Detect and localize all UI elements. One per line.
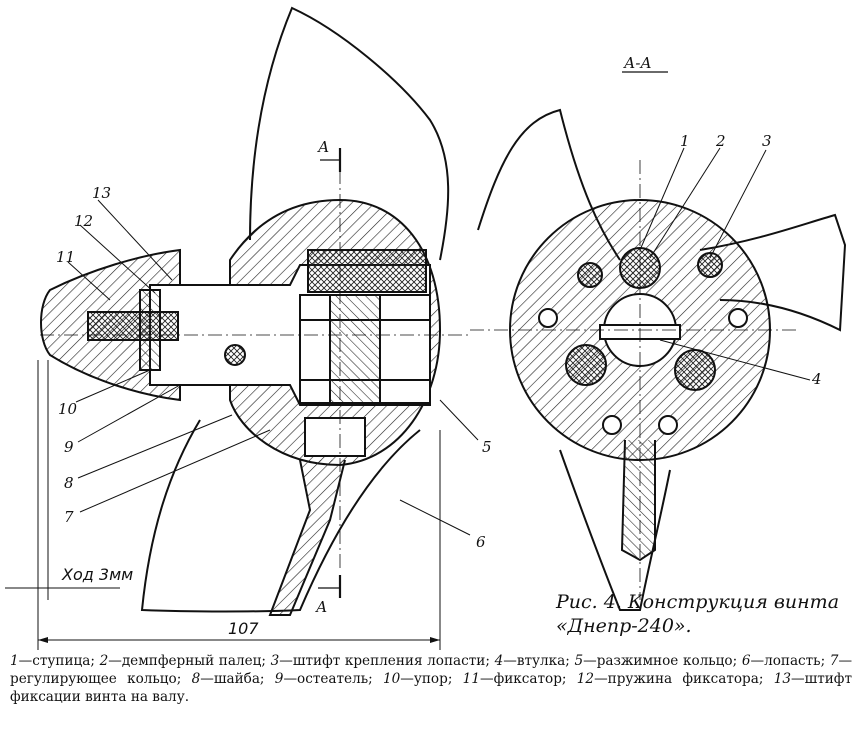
labels: А-А А А Ход 3мм 107 13 12 11 10 9 8 7 5 … xyxy=(56,54,822,638)
legend-text: —регулирующее кольцо; xyxy=(10,653,853,687)
legend-text: —фиксатор; xyxy=(479,671,577,687)
legend-text: —шайба; xyxy=(200,671,275,687)
label-1: 1 xyxy=(680,132,690,150)
stroke-label: Ход 3мм xyxy=(61,565,133,584)
blade-upper xyxy=(249,6,450,261)
legend-text: —пружина фиксатора; xyxy=(594,671,774,687)
legend-number: 8 xyxy=(191,671,201,687)
label-2: 2 xyxy=(715,132,726,150)
label-3: 3 xyxy=(762,132,772,150)
legend-number: 10 xyxy=(382,671,401,687)
legend-text: —демпферный палец; xyxy=(108,653,271,669)
blade-shank xyxy=(268,459,346,616)
label-7: 7 xyxy=(64,508,74,526)
section-view xyxy=(470,71,847,611)
legend-text: —упор; xyxy=(400,671,463,687)
section-blade-bottom xyxy=(559,449,671,611)
label-11: 11 xyxy=(56,248,75,266)
label-9: 9 xyxy=(64,438,74,456)
label-6: 6 xyxy=(476,533,486,551)
dimension-107: 107 xyxy=(228,619,259,638)
legend-number: 2 xyxy=(99,653,109,669)
label-12: 12 xyxy=(74,212,93,230)
legend-text: —штифт фиксации винта на валу. xyxy=(10,671,852,705)
label-8: 8 xyxy=(64,474,74,492)
section-mark-bottom: А xyxy=(315,598,327,616)
legend-text: —ступица; xyxy=(18,653,100,669)
legend-text: —лопасть; xyxy=(750,653,830,669)
legend-number: 9 xyxy=(274,671,284,687)
legend-number: 13 xyxy=(773,671,791,687)
legend-number: 4 xyxy=(494,653,504,669)
stop xyxy=(139,289,161,371)
label-10: 10 xyxy=(58,400,78,418)
pin xyxy=(224,344,246,366)
legend-number: 7 xyxy=(829,653,839,669)
label-4: 4 xyxy=(811,370,822,388)
legend-number: 11 xyxy=(462,671,480,687)
caption-line-1: Рис. 4. Конструкция винта xyxy=(556,591,840,613)
rubber-bushing xyxy=(307,249,427,293)
fixator-spring xyxy=(87,311,179,341)
parts-legend: 1—ступица; 2—демпферный палец; 3—штифт к… xyxy=(10,652,852,706)
section-mark-top: А xyxy=(317,138,329,156)
technical-drawing: А-А А А Ход 3мм 107 13 12 11 10 9 8 7 5 … xyxy=(5,6,847,650)
figure-caption: Рис. 4. Конструкция винта «Днепр-240». xyxy=(556,590,856,638)
blade-lower xyxy=(140,419,421,613)
label-13: 13 xyxy=(92,184,111,202)
legend-number: 1 xyxy=(10,653,19,669)
side-view xyxy=(5,6,479,650)
label-5: 5 xyxy=(482,438,492,456)
legend-number: 3 xyxy=(270,653,280,669)
section-title: А-А xyxy=(623,54,652,72)
legend-number: 5 xyxy=(574,653,584,669)
legend-number: 6 xyxy=(741,653,751,669)
legend-number: 12 xyxy=(576,671,595,687)
legend-text: —втулка; xyxy=(503,653,575,669)
caption-line-2: «Днепр-240». xyxy=(556,615,692,637)
legend-text: —штифт крепления лопасти; xyxy=(279,653,495,669)
legend-text: —разжимное кольцо; xyxy=(583,653,742,669)
legend-text: —остеатель; xyxy=(283,671,383,687)
